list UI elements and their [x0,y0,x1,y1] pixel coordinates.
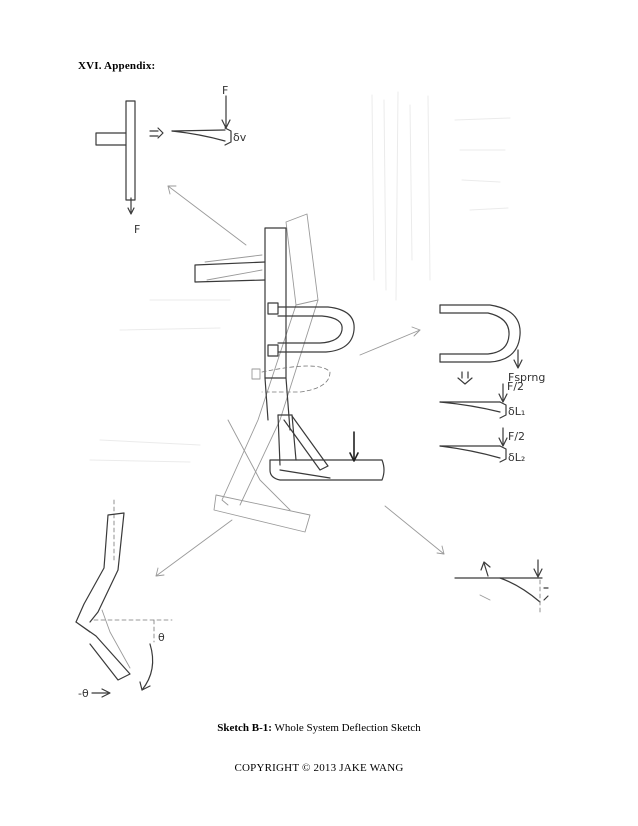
sketch-caption: Sketch B-1: Whole System Deflection Sket… [0,722,638,734]
delta-v-label: δv [233,131,247,144]
foot-deflection-diagram [454,559,549,613]
spring-diagram: Fsprng [439,304,545,385]
arrow-to-spring [359,326,421,356]
half-force-deflection-2: F/2 δL₂ [439,427,525,464]
half-force-label-2: F/2 [508,430,525,443]
caption-text: Whole System Deflection Sketch [271,722,421,734]
arrow-to-top-left [167,185,247,246]
page-heading: XVI. Appendix: [78,60,156,72]
delta-l1-label: δL₁ [508,405,525,418]
bend-angle-diagram: θ -θ [75,499,173,700]
main-system-figure [194,213,385,533]
spring-force-label: Fsprng [508,371,545,384]
force-label-top: F [222,84,228,97]
half-force-label-1: F/2 [507,380,524,393]
right-arrow-small [149,127,164,139]
top-left-beam-diagram: F [95,100,140,236]
delta-l2-label: δL₂ [508,451,525,464]
half-force-deflection-1: F/2 δL₁ [439,380,525,419]
copyright-footer: COPYRIGHT © 2013 JAKE WANG [234,762,404,774]
caption-label: Sketch B-1: [217,722,272,734]
arrow-to-foot-diagram [384,505,445,555]
top-deflection-diagram: F δv [171,84,247,146]
theta-left-label: -θ [78,687,89,700]
theta-right-label: θ [158,631,165,644]
arrow-to-bend-diagram [155,519,233,577]
force-label-bottom: F [134,223,140,236]
bleed-through-marks [89,91,511,463]
